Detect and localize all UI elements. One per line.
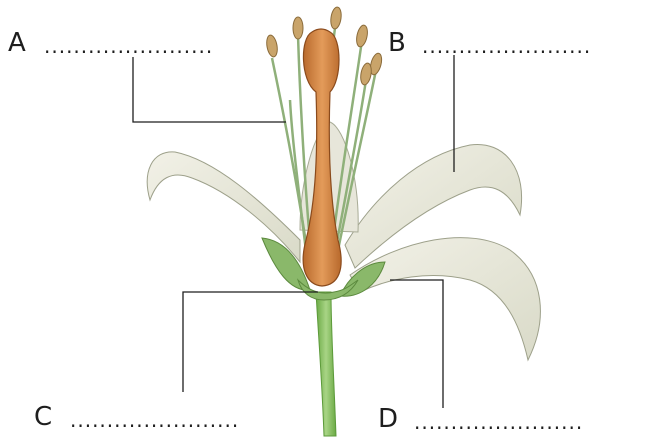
stem xyxy=(316,292,336,436)
label-b-letter: B xyxy=(388,30,406,56)
label-d-blank[interactable]: ....................... xyxy=(414,412,636,432)
leader-lines xyxy=(133,55,454,408)
label-d-letter: D xyxy=(378,406,399,432)
leader-line-a xyxy=(133,57,286,122)
leader-line-c xyxy=(183,292,318,392)
petal-front-right xyxy=(350,238,540,360)
label-c-letter: C xyxy=(34,404,53,430)
label-a-blank[interactable]: ....................... xyxy=(44,36,266,56)
label-a-letter: A xyxy=(8,30,26,56)
leader-line-d xyxy=(390,280,443,408)
label-b-blank[interactable]: ....................... xyxy=(422,36,644,56)
label-c-blank[interactable]: ....................... xyxy=(70,410,292,430)
